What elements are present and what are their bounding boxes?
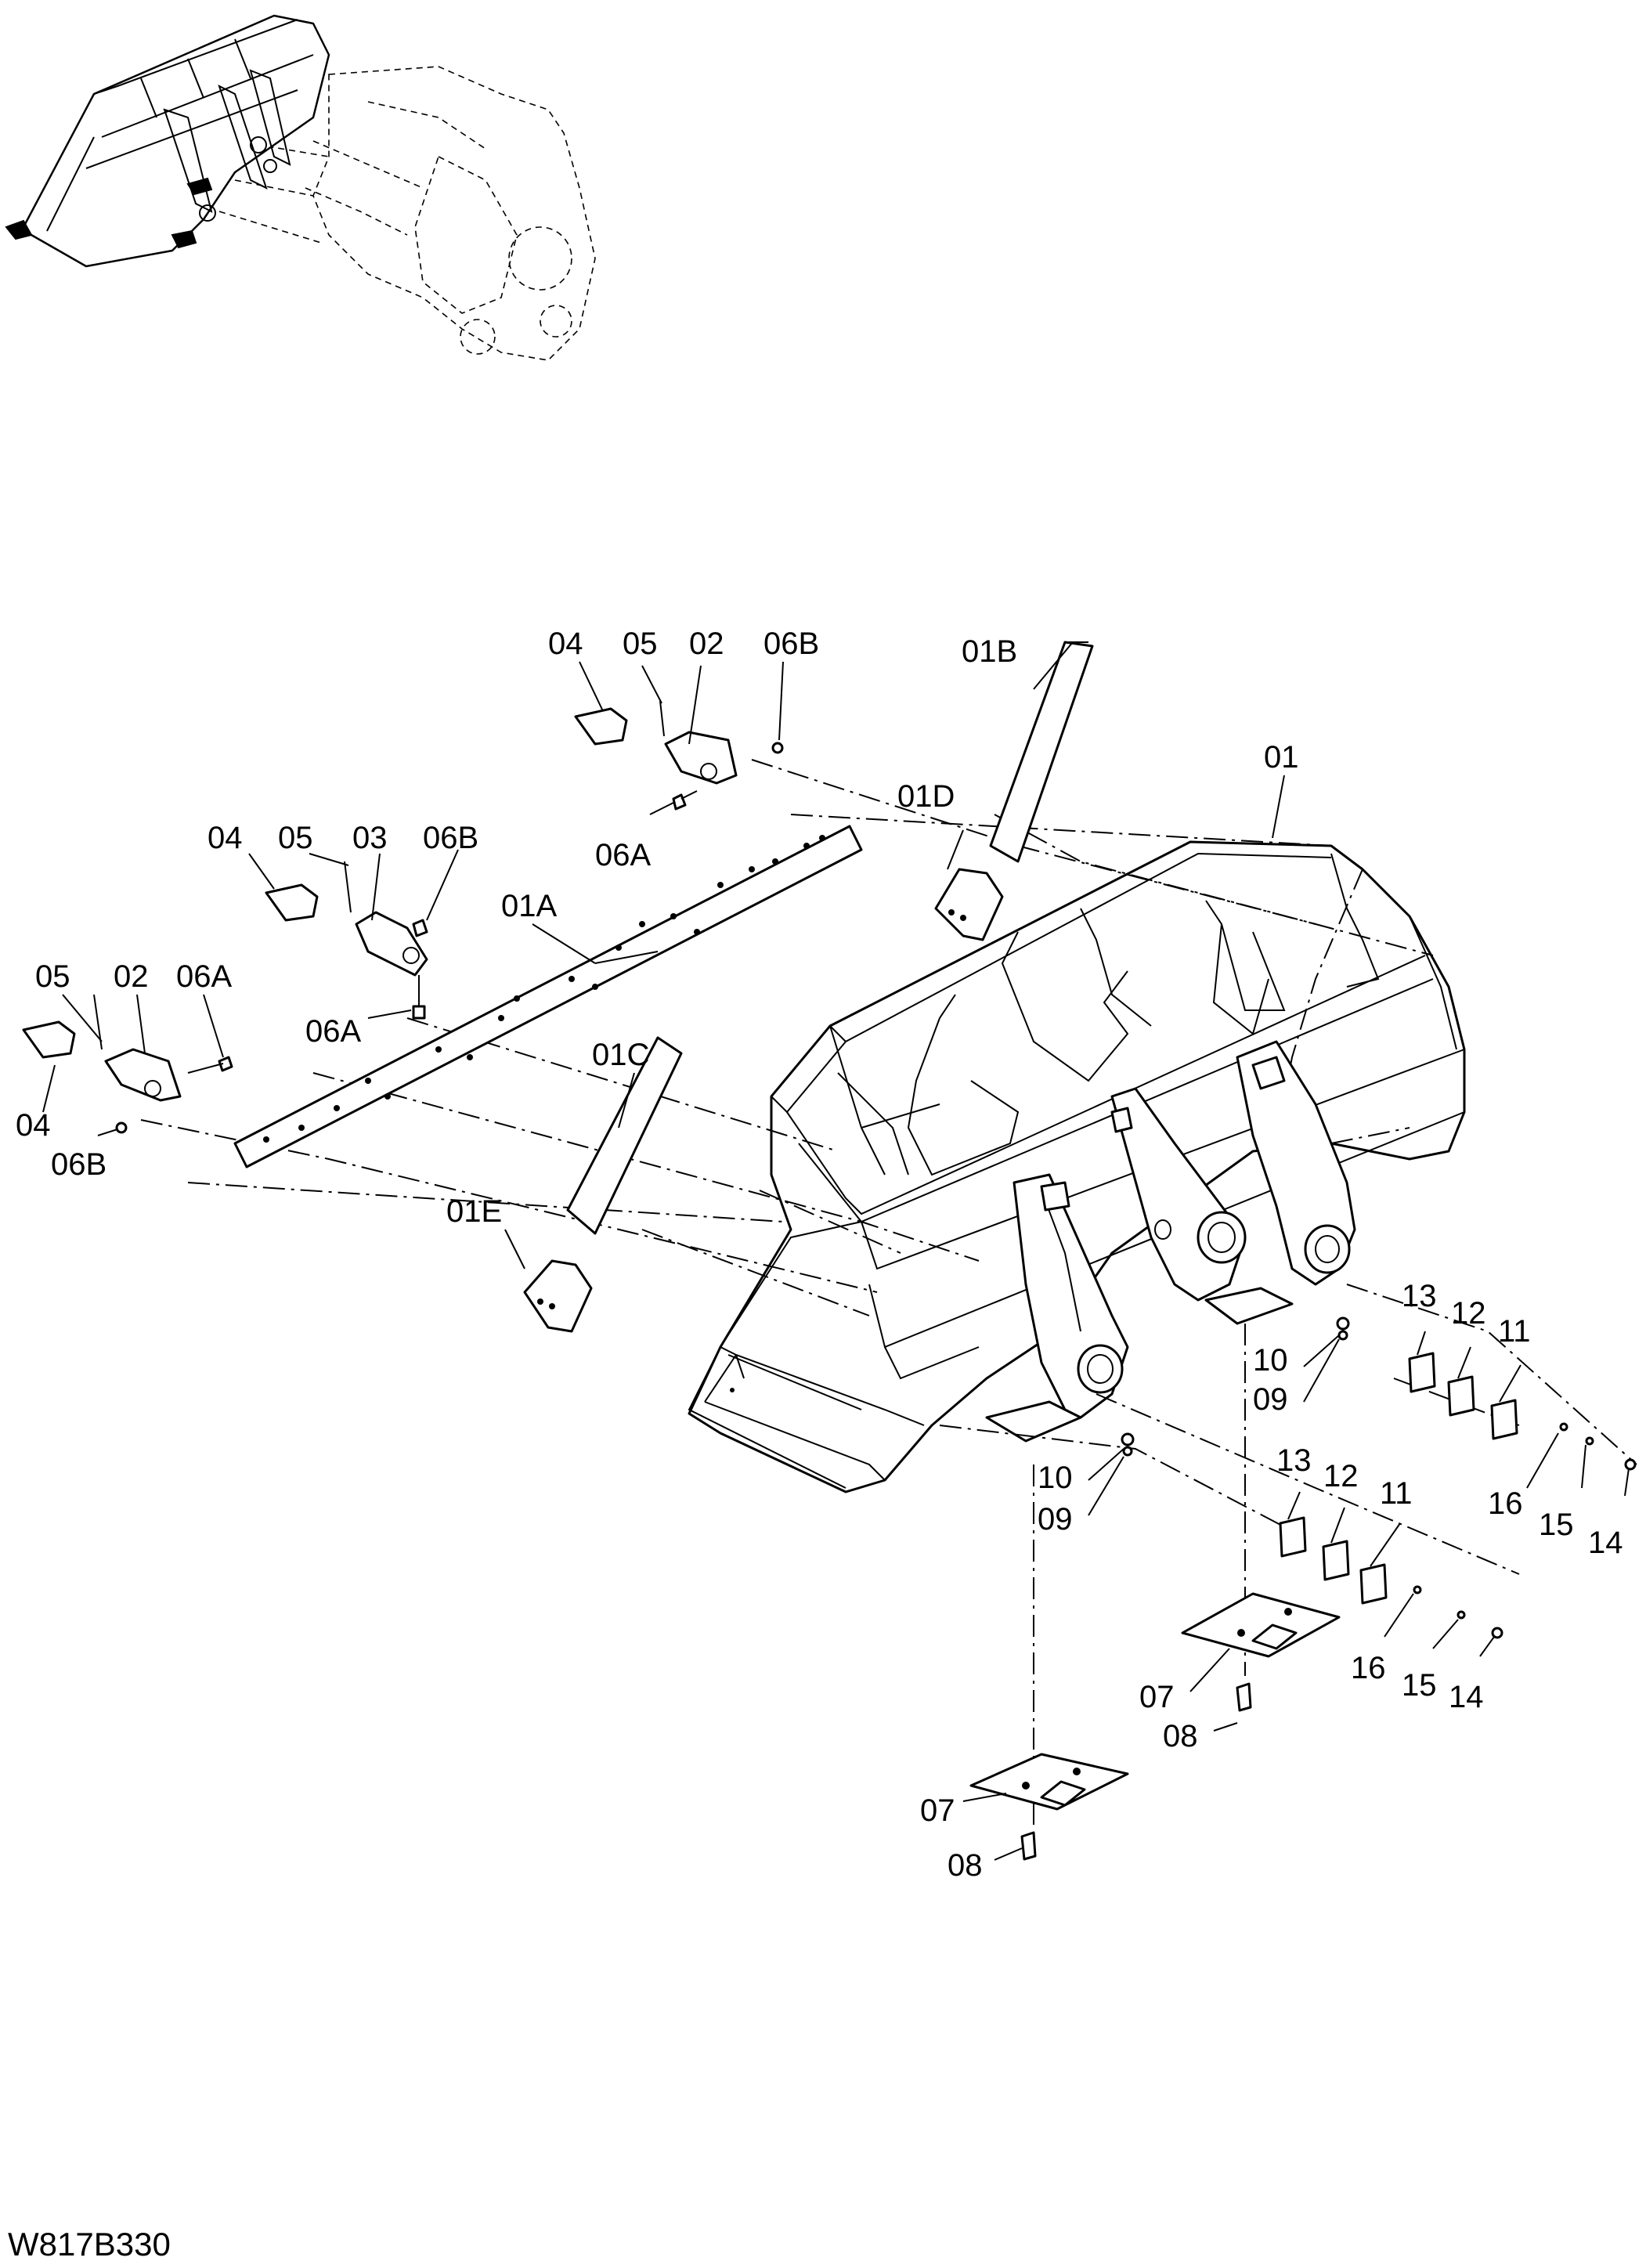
nut-06B-left — [115, 1121, 128, 1134]
hinge-bracket-center — [1110, 1087, 1247, 1302]
machine-overview-thumbnail — [5, 14, 596, 361]
tooth-assembly-left — [22, 994, 233, 1134]
bolt-14-right — [1624, 1458, 1637, 1471]
bolt-06A-left — [218, 1056, 233, 1072]
label-01: 01 — [1264, 740, 1299, 775]
tooth-04-middle — [265, 883, 319, 922]
label-06B-top: 06B — [763, 627, 819, 661]
label-15-right: 15 — [1539, 1508, 1574, 1542]
pin-05-middle — [344, 861, 352, 913]
adapter-02-top — [664, 731, 738, 785]
label-01D: 01D — [897, 779, 955, 814]
label-01E: 01E — [446, 1194, 502, 1229]
label-14-right: 14 — [1588, 1526, 1623, 1560]
shim-13-right — [1408, 1352, 1436, 1393]
label-02-left: 02 — [114, 959, 149, 994]
shim-12-left — [1322, 1540, 1350, 1581]
label-01C: 01C — [592, 1038, 649, 1072]
nut-06B-top — [771, 742, 784, 754]
label-12-right: 12 — [1451, 1296, 1486, 1331]
leader-lines — [42, 641, 1630, 1861]
label-09-left: 09 — [1038, 1502, 1073, 1537]
label-13-right: 13 — [1402, 1279, 1437, 1313]
washer-10-right — [1337, 1330, 1348, 1341]
mounting-pad-right — [1204, 1287, 1294, 1325]
drawing-code: W817B330 — [8, 2226, 171, 2263]
shim-11-right — [1490, 1399, 1518, 1440]
bolt-14-left — [1491, 1627, 1503, 1639]
bolt-08-lower — [1020, 1831, 1037, 1861]
wear-plate-07-upper — [1181, 1592, 1341, 1712]
label-11-left: 11 — [1380, 1476, 1413, 1511]
mounting-pad-left — [985, 1400, 1082, 1443]
label-01A: 01A — [501, 889, 557, 923]
label-10-left: 10 — [1038, 1461, 1073, 1495]
side-protector-01E — [523, 1259, 593, 1333]
wear-plate-07-lower — [969, 1753, 1129, 1861]
label-12-left: 12 — [1323, 1459, 1359, 1493]
shim-13-left — [1279, 1516, 1307, 1558]
label-05-middle: 05 — [278, 821, 313, 855]
washer-15-left — [1456, 1610, 1466, 1620]
washer-16-left — [1413, 1585, 1422, 1594]
label-01B: 01B — [962, 634, 1017, 669]
tooth-assembly-top — [574, 700, 784, 811]
shim-set-right — [1336, 1316, 1637, 1471]
washer-16-right — [1559, 1422, 1568, 1432]
hinge-bracket-left — [1013, 1173, 1129, 1419]
label-06B-middle: 06B — [423, 821, 478, 855]
nut-09-right — [1336, 1316, 1350, 1331]
nut-09-left — [1121, 1432, 1135, 1446]
label-13-left: 13 — [1276, 1443, 1312, 1478]
shim-set-left — [1121, 1432, 1503, 1639]
bucket-body — [688, 840, 1466, 1493]
label-14-left: 14 — [1449, 1680, 1484, 1714]
washer-15-right — [1585, 1436, 1594, 1446]
part-labels: 01 01A 01B 01C 01D 01E 04 05 02 06B 06A … — [16, 627, 1623, 1883]
washer-10-left — [1122, 1446, 1133, 1457]
label-09-right: 09 — [1253, 1382, 1288, 1417]
label-15-left: 15 — [1402, 1668, 1437, 1703]
shim-12-right — [1447, 1375, 1475, 1417]
side-protector-01D — [934, 868, 1004, 941]
label-11-right: 11 — [1498, 1314, 1531, 1349]
adapter-02-left — [104, 1048, 182, 1102]
nut-06B-middle — [412, 919, 428, 937]
label-04-top: 04 — [548, 627, 583, 661]
adapter-03 — [355, 911, 428, 977]
cutting-edge-01A — [233, 825, 863, 1168]
label-06B-left: 06B — [51, 1147, 106, 1182]
label-05-top: 05 — [623, 627, 658, 661]
label-06A-top: 06A — [595, 838, 651, 872]
label-05-left: 05 — [35, 959, 70, 994]
label-02-top: 02 — [689, 627, 724, 661]
label-06A-middle: 06A — [305, 1014, 361, 1049]
label-03: 03 — [352, 821, 388, 855]
tooth-assembly-middle — [265, 861, 428, 1020]
label-10-right: 10 — [1253, 1343, 1288, 1378]
label-08-upper: 08 — [1163, 1719, 1198, 1753]
label-06A-left: 06A — [176, 959, 232, 994]
label-16-right: 16 — [1488, 1486, 1523, 1521]
bolt-08-upper — [1236, 1682, 1252, 1712]
label-04-left: 04 — [16, 1108, 51, 1143]
side-edge-01B — [989, 641, 1094, 863]
assembly-lines — [140, 759, 1637, 1825]
pin-05-top — [659, 700, 665, 737]
label-16-left: 16 — [1351, 1651, 1386, 1685]
tooth-04-left — [22, 1020, 76, 1059]
hinge-bracket-right — [1236, 1040, 1356, 1286]
label-08-lower: 08 — [948, 1848, 983, 1883]
label-07-lower: 07 — [920, 1793, 955, 1828]
tooth-04-top — [574, 707, 628, 746]
shim-11-left — [1359, 1563, 1388, 1605]
label-07-upper: 07 — [1139, 1680, 1175, 1714]
label-04-middle: 04 — [208, 821, 243, 855]
